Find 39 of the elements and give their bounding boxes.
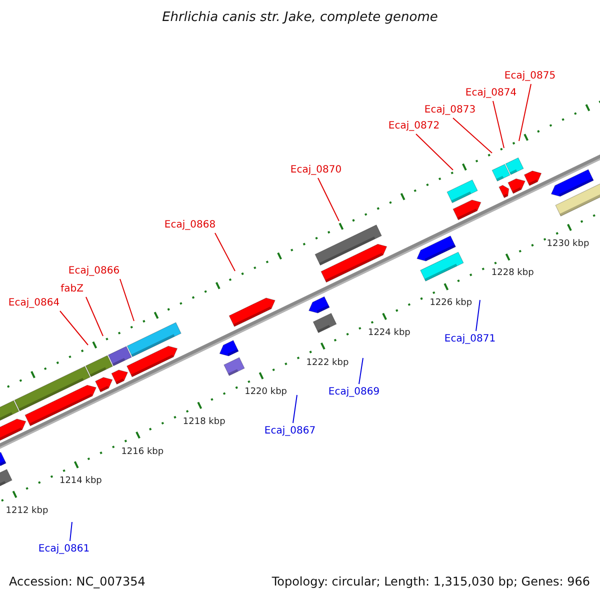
leader-line [60, 310, 88, 346]
accession-note: Accession: NC_007354 [9, 575, 146, 589]
gene-label: Ecaj_0868 [164, 220, 216, 230]
scale-label: 1220 kbp [244, 388, 287, 398]
gene-label: Ecaj_0874 [465, 88, 517, 98]
scale-label: 1214 kbp [59, 477, 102, 488]
gene-label: Ecaj_0869 [328, 386, 380, 398]
gene-label: Ecaj_0864 [8, 298, 60, 308]
leader-line [292, 394, 298, 424]
leader-line [86, 296, 104, 336]
scale-label: 1228 kbp [491, 269, 534, 280]
gene-label: Ecaj_0867 [264, 426, 316, 436]
gene-label: Ecaj_0872 [388, 120, 440, 132]
leader-line [476, 300, 480, 332]
scale-label: 1212 kbp [6, 507, 48, 517]
gene-label: Ecaj_0873 [424, 104, 476, 116]
scale-label: 1226 kbp [430, 299, 472, 310]
leader-line [492, 100, 504, 148]
scale-label: 1216 kbp [121, 448, 164, 458]
scale-label: 1222 kbp [306, 358, 349, 368]
diagram-title: Ehrlichia canis str. Jake, complete genome [162, 10, 438, 26]
leader-line [70, 522, 72, 542]
scale-label: 1230 kbp [546, 240, 590, 250]
gene-label: Ecaj_0871 [444, 334, 496, 344]
gene-label: Ecaj_0861 [38, 544, 90, 554]
gene-label: Ecaj_0866 [68, 266, 120, 276]
genome-summary-note: Topology: circular; Length: 1,315,030 bp; Genes: 966 [272, 575, 590, 589]
scale-label: 1224 kbp [368, 328, 410, 339]
leader-line [452, 118, 492, 154]
leader-line [358, 358, 364, 384]
leader-line [518, 84, 532, 142]
gene-label: fabZ [60, 284, 84, 294]
scale-label: 1218 kbp [182, 418, 226, 428]
leader-line [416, 134, 454, 170]
gene-label: Ecaj_0870 [290, 164, 342, 176]
leader-line [120, 278, 134, 322]
leader-line [214, 232, 236, 272]
leader-line [318, 178, 340, 222]
gene-label: Ecaj_0875 [504, 70, 556, 82]
